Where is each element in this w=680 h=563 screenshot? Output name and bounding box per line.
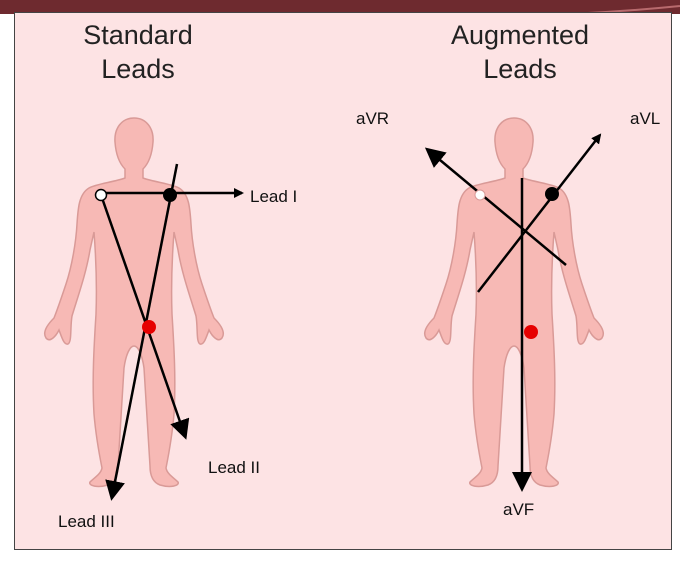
standard-title-line2: Leads — [48, 52, 228, 86]
lead-i-label: Lead I — [250, 187, 297, 207]
augmented-title-line2: Leads — [420, 52, 620, 86]
avf-label: aVF — [503, 500, 534, 520]
left-leg-electrode — [142, 320, 156, 334]
left-leg-electrode-aug — [524, 325, 538, 339]
augmented-body-figure — [425, 118, 604, 486]
left-arm-electrode — [163, 188, 177, 202]
augmented-title-line1: Augmented — [420, 18, 620, 52]
avl-label: aVL — [630, 109, 660, 129]
right-arm-electrode — [96, 190, 107, 201]
standard-body-figure — [45, 118, 224, 486]
avr-label: aVR — [356, 109, 389, 129]
standard-leads-title: Standard Leads — [48, 18, 228, 86]
augmented-leads-title: Augmented Leads — [420, 18, 620, 86]
lead-ii-label: Lead II — [208, 458, 260, 478]
standard-title-line1: Standard — [48, 18, 228, 52]
right-arm-site — [475, 190, 485, 200]
lead-iii-label: Lead III — [58, 512, 115, 532]
left-arm-electrode-aug — [545, 187, 559, 201]
